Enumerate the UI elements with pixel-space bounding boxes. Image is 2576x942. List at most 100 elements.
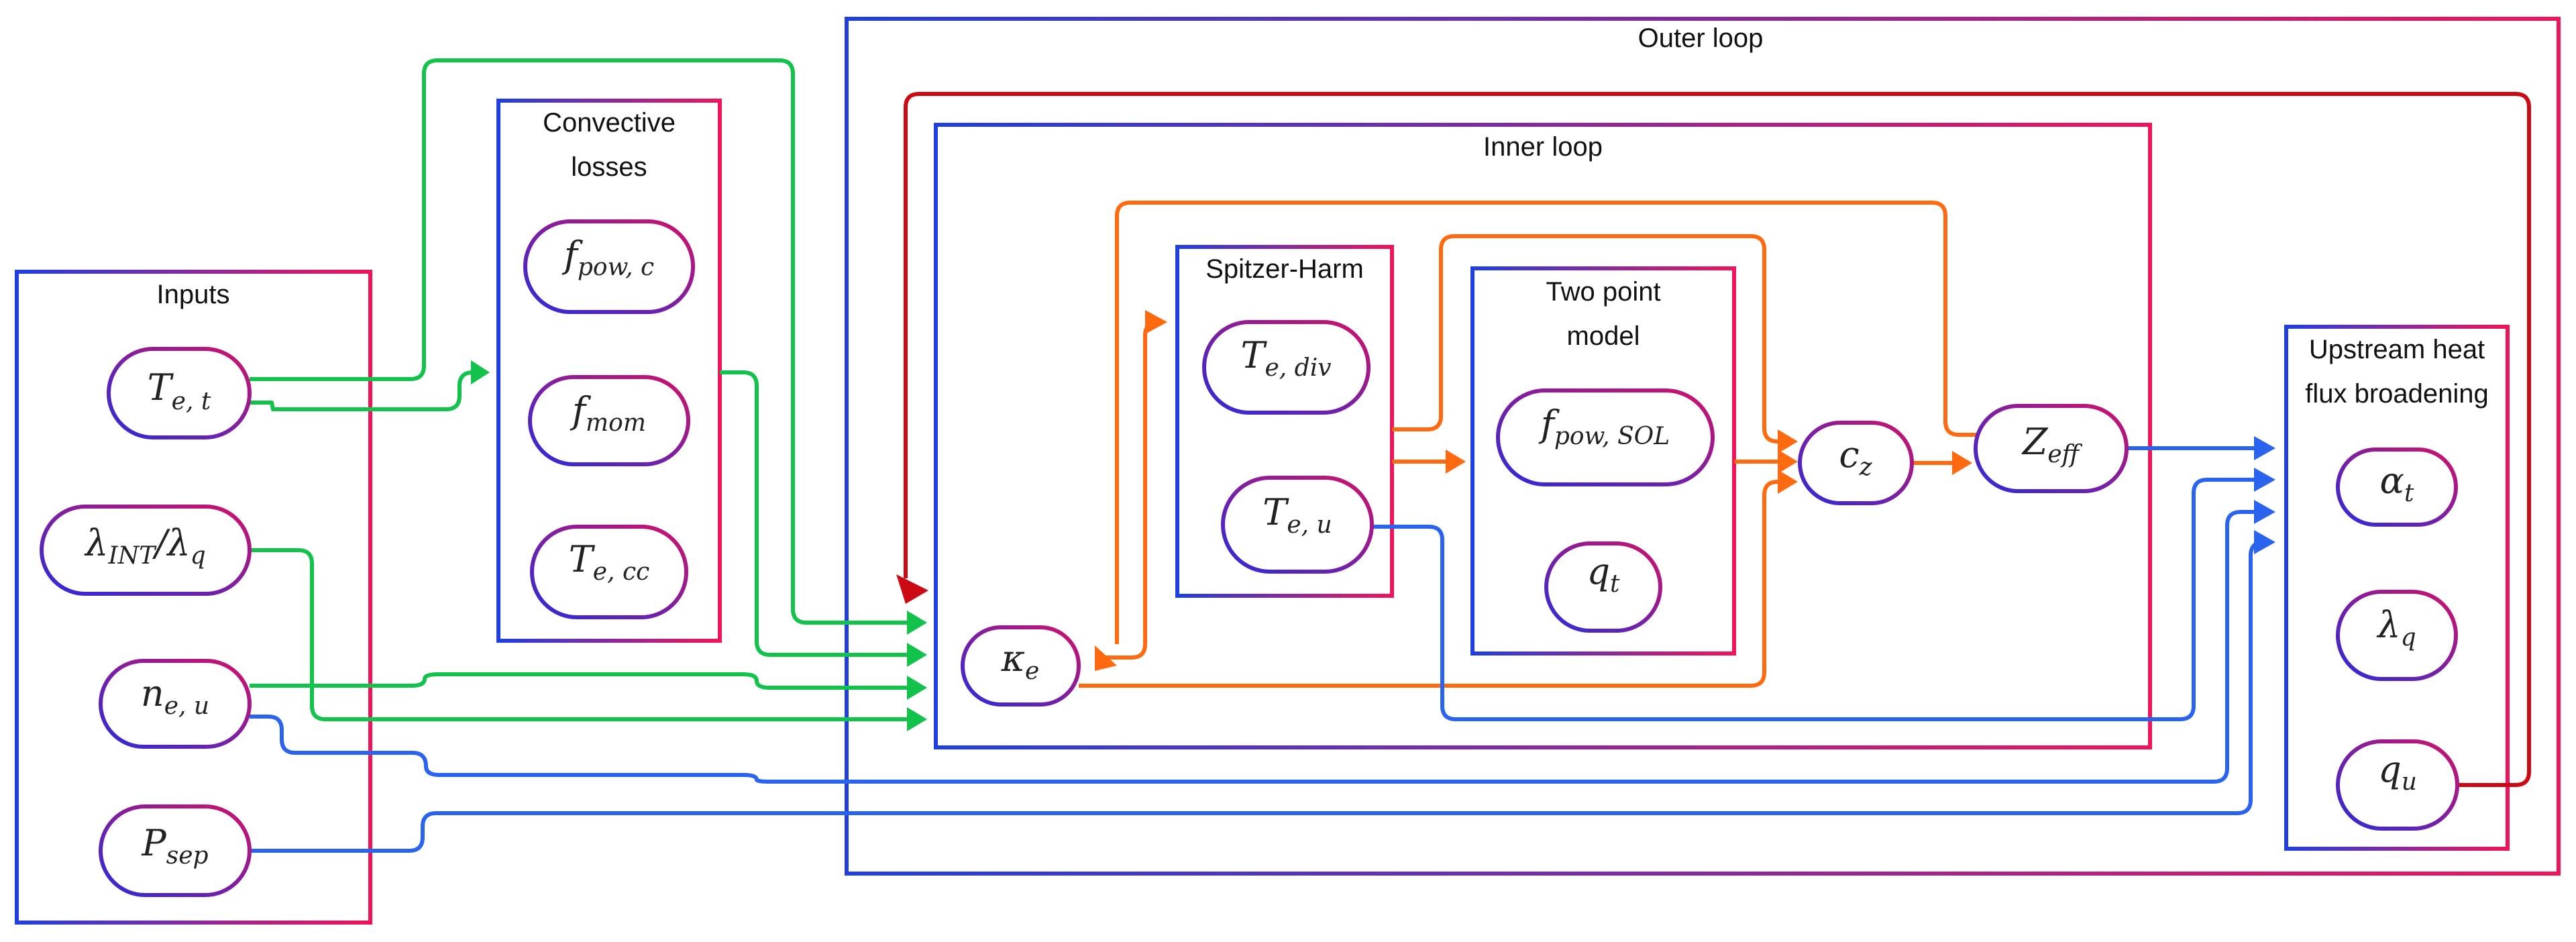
arrowhead xyxy=(2254,468,2275,492)
green-arrowheads xyxy=(471,360,927,731)
node-f-pow-sol: fpow, SOL xyxy=(1496,388,1715,486)
subscript: q xyxy=(2401,624,2416,651)
subscript: t xyxy=(2404,480,2414,507)
inner-loop-box xyxy=(934,123,2152,749)
node-label: κe xyxy=(1001,637,1040,685)
node-pill xyxy=(2336,739,2459,831)
subscript: sep xyxy=(166,842,209,870)
node-label: λq xyxy=(2376,604,2416,651)
connector-kappa-bottom-to-cz xyxy=(1079,480,1784,688)
symbol: Z xyxy=(2021,421,2049,463)
two-point-model-title-line1: Two point xyxy=(1546,277,1660,307)
symbol: λ xyxy=(84,522,108,564)
node-pill xyxy=(1496,388,1715,486)
convective-losses-title-line1: Convective xyxy=(543,108,676,138)
subscript: e, t xyxy=(172,388,211,415)
connector-spitzer-to-cz-top xyxy=(1392,234,1784,443)
arrowhead xyxy=(1778,429,1798,454)
symbol: T xyxy=(569,538,596,580)
node-te-cc: Te, cc xyxy=(530,525,688,619)
arrowhead xyxy=(1145,310,1167,334)
node-label: ne, u xyxy=(141,672,209,720)
inputs-box xyxy=(15,270,372,925)
symbol: T xyxy=(1263,491,1289,533)
node-pill xyxy=(107,347,252,439)
node-label: Te, div xyxy=(1240,334,1331,382)
symbol: λ xyxy=(2376,604,2400,646)
connector-convective-to-inner xyxy=(720,370,914,657)
connector-ne-u-to-inner xyxy=(250,672,914,690)
node-pill xyxy=(1974,404,2129,493)
node-label: αt xyxy=(2380,460,2414,507)
node-label: qu xyxy=(2378,748,2417,796)
symbol: q xyxy=(2378,748,2402,790)
connector-kappa-to-spitzer xyxy=(1100,320,1164,660)
subscript: eff xyxy=(2047,441,2082,468)
subscript: pow, SOL xyxy=(1554,423,1670,450)
arrowhead xyxy=(907,707,927,731)
node-pill xyxy=(2336,590,2458,681)
arrowhead xyxy=(1952,451,1972,475)
arrowhead xyxy=(907,643,927,667)
node-pill xyxy=(1798,421,1914,505)
arrowhead xyxy=(1778,470,1798,494)
arrowhead xyxy=(2254,530,2275,554)
node-pill xyxy=(528,375,690,466)
upstream-heat-flux-title-line2: flux broadening xyxy=(2305,379,2489,409)
outer-loop-title: Outer loop xyxy=(1638,23,1764,53)
orange-arrowheads xyxy=(1095,310,1972,671)
arrowhead xyxy=(907,676,927,700)
convective-losses-title-line2: losses xyxy=(571,152,647,182)
arrowhead xyxy=(907,611,927,635)
node-q-u: qu xyxy=(2336,739,2459,831)
subscript: mom xyxy=(586,409,646,437)
subscript: e xyxy=(1025,658,1039,685)
node-kappa-e: κe xyxy=(961,625,1081,706)
connector-q-u-feedback xyxy=(904,92,2531,787)
symbol: α xyxy=(2380,460,2404,502)
subscript: z xyxy=(1859,454,1873,481)
node-label: fpow, SOL xyxy=(1538,403,1670,450)
node-pill xyxy=(1544,541,1662,633)
node-label: Zeff xyxy=(2021,421,2083,468)
two-point-model-title-line2: model xyxy=(1567,321,1640,351)
node-lambda-int-over-lambda-q: λINT/λq xyxy=(40,505,252,596)
node-f-mom: fmom xyxy=(528,375,690,466)
node-pill xyxy=(530,525,688,619)
symbol: q xyxy=(1587,550,1610,592)
node-label: Te, t xyxy=(148,366,211,415)
arrowhead xyxy=(471,360,490,384)
blue-connectors xyxy=(250,446,2265,853)
symbol: c xyxy=(1839,433,1859,476)
node-lambda-q: λq xyxy=(2336,590,2458,681)
node-pill xyxy=(961,625,1081,706)
inner-loop-title: Inner loop xyxy=(1483,132,1603,162)
outer-loop-box xyxy=(845,17,2561,876)
symbol: κ xyxy=(1001,637,1025,680)
subscript: q xyxy=(191,542,206,570)
connector-p-sep-to-upstream xyxy=(250,540,2265,853)
subscript: e, div xyxy=(1265,354,1331,382)
node-ne-u: ne, u xyxy=(99,659,252,749)
spitzer-harm-title: Spitzer-Harm xyxy=(1205,254,1364,284)
node-label: fpow, c xyxy=(561,233,654,281)
node-pill xyxy=(99,804,252,897)
node-pill xyxy=(40,505,252,596)
node-label: qt xyxy=(1587,550,1620,598)
node-label: cz xyxy=(1839,433,1872,481)
connector-ne-u-to-upstream xyxy=(250,510,2257,784)
node-alpha-t: αt xyxy=(2336,448,2458,527)
upstream-heat-flux-box xyxy=(2284,325,2510,851)
node-c-z: cz xyxy=(1798,421,1914,505)
node-f-pow-c: fpow, c xyxy=(523,219,695,314)
arrowhead xyxy=(1446,450,1466,474)
symbol: T xyxy=(1240,334,1267,376)
connector-te-t-to-inner xyxy=(250,58,914,625)
node-label: Te, u xyxy=(1263,491,1332,539)
spitzer-harm-box xyxy=(1175,245,1394,598)
node-label: Te, cc xyxy=(569,538,650,586)
arrowhead xyxy=(1778,450,1798,474)
node-label: Psep xyxy=(141,822,208,870)
node-pill xyxy=(1221,476,1374,574)
